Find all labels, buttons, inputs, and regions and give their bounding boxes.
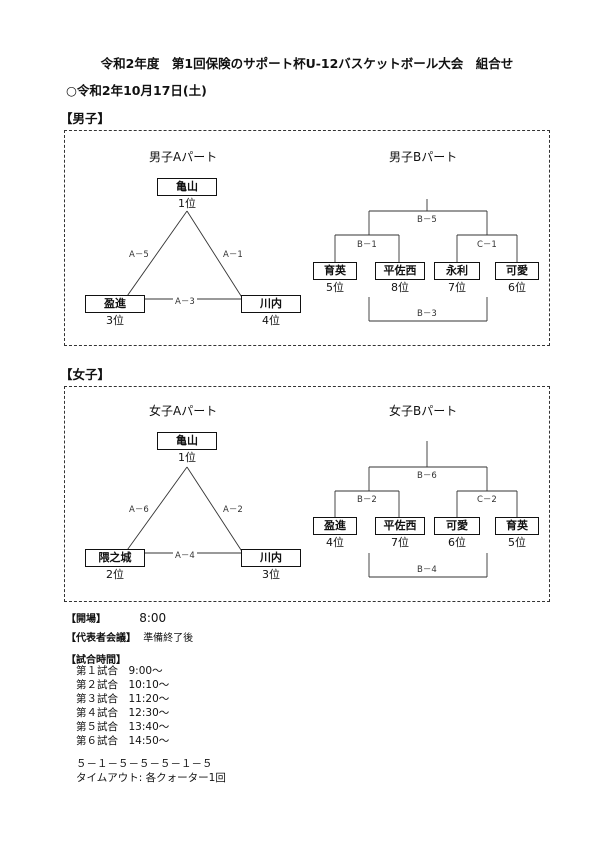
schedule-row: 第１試合 9:00～ xyxy=(76,665,163,677)
meeting-label: 【代表者会議】 xyxy=(66,633,136,644)
boys-b-semi-left-game: B－1 xyxy=(355,238,379,250)
girls-a-game-right: A－2 xyxy=(221,503,245,515)
opening-time: 8:00 xyxy=(139,611,167,625)
girls-b-team-3: 可愛 xyxy=(434,517,480,535)
schedule-row: 第５試合 13:40～ xyxy=(76,721,170,733)
girls-b-bottom-game: B－4 xyxy=(415,563,439,575)
girls-b-team-4: 育英 xyxy=(495,517,539,535)
boys-b-team-4: 可愛 xyxy=(495,262,539,280)
boys-a-right-rank: 4位 xyxy=(262,314,280,327)
boys-a-game-right: A－1 xyxy=(221,248,245,260)
boys-b-bottom-game: B－3 xyxy=(415,307,439,319)
girls-section-label: 【女子】 xyxy=(60,367,111,382)
girls-a-right-team: 川内 xyxy=(241,549,301,567)
girls-a-left-rank: 2位 xyxy=(106,568,124,581)
boys-b-rank-3: 7位 xyxy=(448,281,466,294)
girls-bracket-panel: 女子Aパート 亀山 1位 隈之城 2位 川内 3位 A－6 A－2 A－4 女子… xyxy=(64,386,550,602)
girls-b-team-2: 平佐西 xyxy=(375,517,425,535)
schedule-row: 第３試合 11:20～ xyxy=(76,693,170,705)
meeting-value: 準備終了後 xyxy=(143,633,194,644)
schedule-label: 【試合時間】 xyxy=(66,655,126,666)
boys-b-team-3: 永利 xyxy=(434,262,480,280)
girls-a-right-rank: 3位 xyxy=(262,568,280,581)
girls-a-top-team: 亀山 xyxy=(157,432,217,450)
boys-a-top-team: 亀山 xyxy=(157,178,217,196)
schedule-row: 第６試合 14:50～ xyxy=(76,735,170,747)
girls-b-rank-1: 4位 xyxy=(326,536,344,549)
girls-a-part-title: 女子Aパート xyxy=(149,404,218,418)
boys-a-part-title: 男子Aパート xyxy=(149,150,218,164)
schedule-row: 第４試合 12:30～ xyxy=(76,707,170,719)
boys-a-game-bottom: A－3 xyxy=(173,295,197,307)
timeout-rule: タイムアウト: 各クォーター1回 xyxy=(76,772,226,784)
boys-b-semi-right-game: C－1 xyxy=(475,238,499,250)
girls-b-team-1: 盈進 xyxy=(313,517,357,535)
quarter-rule: ５－１－５－５－５－１－５ xyxy=(76,758,213,770)
boys-a-left-team: 盈進 xyxy=(85,295,145,313)
girls-b-rank-4: 5位 xyxy=(508,536,526,549)
girls-b-rank-3: 6位 xyxy=(448,536,466,549)
girls-b-semi-right-game: C－2 xyxy=(475,493,499,505)
girls-a-game-left: A－6 xyxy=(127,503,151,515)
schedule-row: 第２試合 10:10～ xyxy=(76,679,170,691)
girls-b-final-game: B－6 xyxy=(415,469,439,481)
boys-b-team-2: 平佐西 xyxy=(375,262,425,280)
girls-a-top-rank: 1位 xyxy=(178,451,196,464)
boys-b-final-game: B－5 xyxy=(415,213,439,225)
schedule-list: 第１試合 9:00～ 第２試合 10:10～ 第３試合 11:20～ 第４試合 … xyxy=(76,664,169,748)
girls-a-left-team: 隈之城 xyxy=(85,549,145,567)
girls-a-game-bottom: A－4 xyxy=(173,549,197,561)
opening-label: 【開場】 xyxy=(66,614,106,625)
girls-b-semi-left-game: B－2 xyxy=(355,493,379,505)
boys-b-rank-4: 6位 xyxy=(508,281,526,294)
boys-section-label: 【男子】 xyxy=(60,111,111,126)
girls-b-rank-2: 7位 xyxy=(391,536,409,549)
boys-b-rank-2: 8位 xyxy=(391,281,409,294)
boys-bracket-panel: 男子Aパート 亀山 1位 盈進 3位 川内 4位 A－5 A－1 A－3 男子B… xyxy=(64,130,550,346)
boys-a-left-rank: 3位 xyxy=(106,314,124,327)
page-title: 令和2年度 第1回保険のサポート杯U-12バスケットボール大会 組合せ xyxy=(100,56,514,71)
girls-b-part-title: 女子Bパート xyxy=(389,404,458,418)
boys-a-top-rank: 1位 xyxy=(178,197,196,210)
event-date: ○令和2年10月17日(土) xyxy=(66,83,207,98)
boys-a-game-left: A－5 xyxy=(127,248,151,260)
boys-b-rank-1: 5位 xyxy=(326,281,344,294)
boys-b-part-title: 男子Bパート xyxy=(389,150,458,164)
boys-a-right-team: 川内 xyxy=(241,295,301,313)
boys-b-team-1: 育英 xyxy=(313,262,357,280)
opening-row: 【開場】 8:00 xyxy=(66,610,166,625)
meeting-row: 【代表者会議】 準備終了後 xyxy=(66,629,193,644)
